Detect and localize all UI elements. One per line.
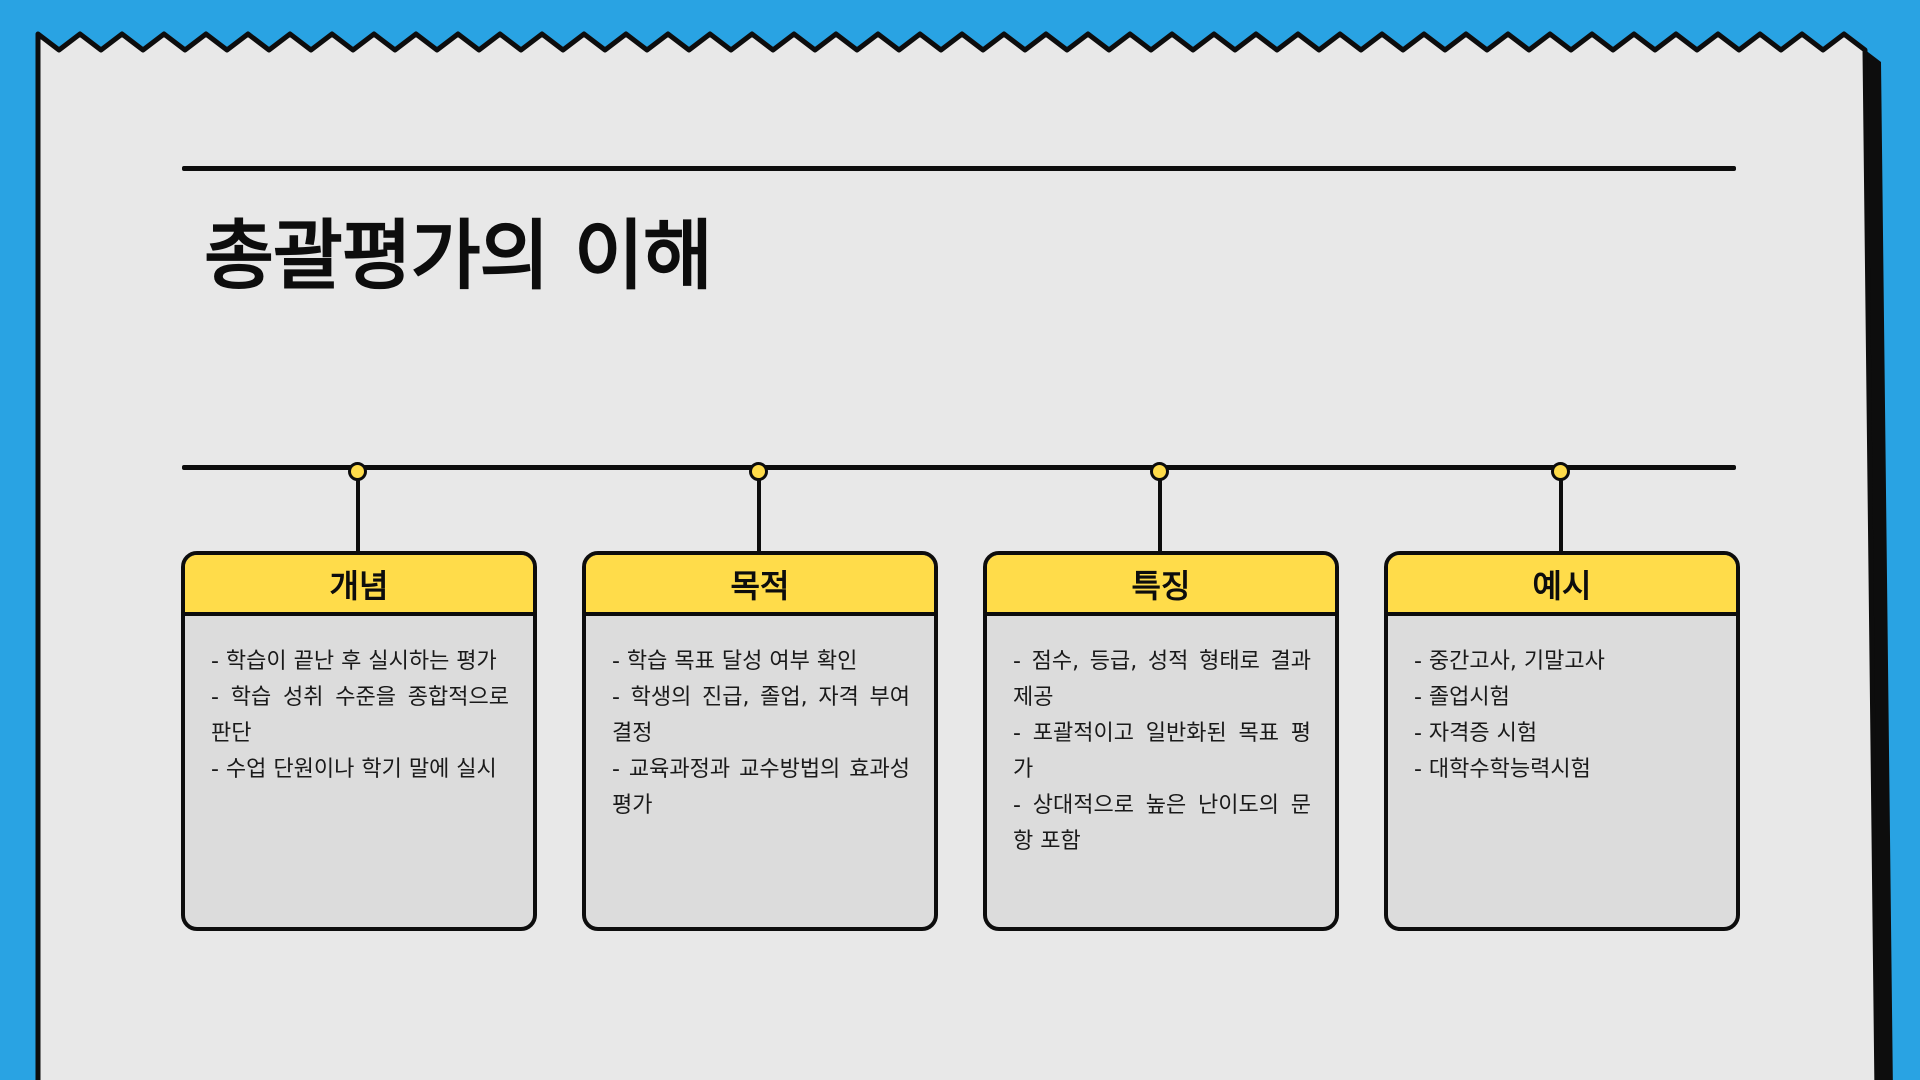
card-examples-body: - 중간고사, 기말고사 - 졸업시험 - 자격증 시험 - 대학수학능력시험: [1388, 616, 1736, 788]
timeline-dot-purpose: [749, 462, 768, 481]
card-concept-line: - 학습이 끝난 후 실시하는 평가: [211, 649, 497, 674]
page-title: 총괄평가의 이해: [204, 211, 713, 300]
card-examples-title: 예시: [1388, 555, 1736, 616]
card-features-line: - 포괄적이고 일반화된 목표 평가: [1013, 721, 1311, 782]
top-divider-line: [182, 166, 1736, 171]
card-concept-body: - 학습이 끝난 후 실시하는 평가 - 학습 성취 수준을 종합적으로 판단 …: [185, 616, 533, 788]
card-features-body: - 점수, 등급, 성적 형태로 결과 제공 - 포괄적이고 일반화된 목표 평…: [987, 616, 1335, 860]
card-features: 특징 - 점수, 등급, 성적 형태로 결과 제공 - 포괄적이고 일반화된 목…: [983, 551, 1339, 931]
timeline-dot-examples: [1551, 462, 1570, 481]
card-concept: 개념 - 학습이 끝난 후 실시하는 평가 - 학습 성취 수준을 종합적으로 …: [181, 551, 537, 931]
timeline-dot-concept: [348, 462, 367, 481]
timeline-connector-concept: [356, 471, 360, 551]
card-features-title: 특징: [987, 555, 1335, 616]
card-concept-title: 개념: [185, 555, 533, 616]
card-purpose-title: 목적: [586, 555, 934, 616]
card-examples-line: - 중간고사, 기말고사: [1414, 649, 1605, 674]
card-features-line: - 상대적으로 높은 난이도의 문항 포함: [1013, 793, 1311, 854]
timeline-connector-purpose: [757, 471, 761, 551]
timeline-dot-features: [1150, 462, 1169, 481]
card-examples-line: - 대학수학능력시험: [1414, 757, 1591, 782]
timeline-line: [182, 465, 1736, 470]
timeline-connector-features: [1158, 471, 1162, 551]
card-features-line: - 점수, 등급, 성적 형태로 결과 제공: [1013, 649, 1311, 710]
card-examples: 예시 - 중간고사, 기말고사 - 졸업시험 - 자격증 시험 - 대학수학능력…: [1384, 551, 1740, 931]
card-purpose-body: - 학습 목표 달성 여부 확인 - 학생의 진급, 졸업, 자격 부여 결정 …: [586, 616, 934, 824]
card-purpose-line: - 교육과정과 교수방법의 효과성 평가: [612, 757, 910, 818]
card-examples-line: - 졸업시험: [1414, 685, 1510, 710]
timeline-connector-examples: [1559, 471, 1563, 551]
card-concept-line: - 학습 성취 수준을 종합적으로 판단: [211, 685, 509, 746]
card-concept-line: - 수업 단원이나 학기 말에 실시: [211, 757, 497, 782]
card-purpose: 목적 - 학습 목표 달성 여부 확인 - 학생의 진급, 졸업, 자격 부여 …: [582, 551, 938, 931]
card-purpose-line: - 학습 목표 달성 여부 확인: [612, 649, 858, 674]
card-examples-line: - 자격증 시험: [1414, 721, 1538, 746]
card-purpose-line: - 학생의 진급, 졸업, 자격 부여 결정: [612, 685, 910, 746]
